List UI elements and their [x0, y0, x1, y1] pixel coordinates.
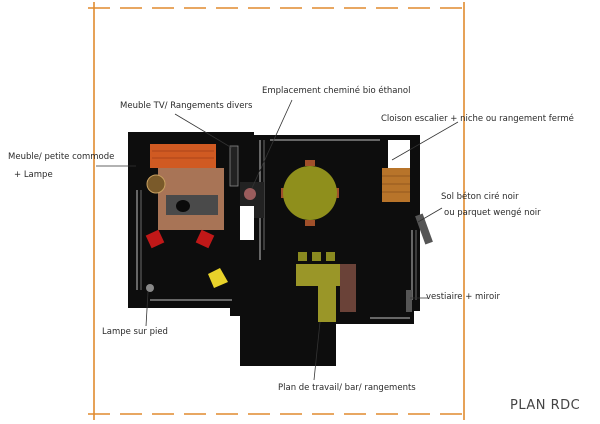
chair-bottom: [305, 220, 315, 226]
chair-top: [305, 160, 315, 166]
dining-table: [283, 166, 337, 220]
staircase: [382, 140, 410, 202]
label-cheminee: Emplacement cheminé bio éthanol: [262, 86, 411, 96]
label-vestiaire: vestiaire + miroir: [426, 292, 501, 302]
bar-stool-1: [298, 252, 307, 261]
lamp-sur-pied-icon: [146, 284, 154, 292]
bar-stool-2: [312, 252, 321, 261]
sofa-cushions: [152, 150, 214, 159]
leader-sol: [417, 207, 443, 223]
tall-cabinet: [340, 264, 356, 312]
frame-border: [88, 2, 470, 420]
table-object: [176, 200, 190, 212]
plan-title: PLAN RDC: [510, 398, 581, 413]
label-cloison: Cloison escalier + niche ou rangement fe…: [381, 114, 574, 124]
leader-lines: [96, 99, 459, 381]
vestiaire-mirror: [406, 290, 412, 312]
label-sol-line1: Sol béton ciré noir: [441, 192, 519, 202]
stairs-landing: [388, 140, 410, 168]
armchair-left: [145, 229, 165, 249]
leader-lampe-pied: [145, 291, 149, 327]
label-lampe-pied: Lampe sur pied: [102, 327, 168, 337]
bar-counter: [296, 264, 340, 286]
leader-cheminee: [251, 99, 293, 189]
coffee-table: [166, 195, 218, 215]
sofa: [150, 144, 216, 168]
leader-meuble-tv: [174, 113, 233, 149]
label-meuble-tv: Meuble TV/ Rangements divers: [120, 101, 253, 111]
building-footprint: [128, 132, 420, 366]
label-sol-line2: ou parquet wengé noir: [444, 208, 541, 218]
fireplace: [244, 188, 256, 200]
kitchen-counter: [318, 286, 336, 322]
floor-lamp-shade: [208, 268, 228, 288]
armchair-right: [195, 229, 215, 249]
stairs-body: [382, 168, 410, 202]
bar-stool-3: [326, 252, 335, 261]
label-commode-line1: Meuble/ petite commode: [8, 152, 115, 162]
fireplace-hearth: [240, 206, 254, 240]
tv-unit: [229, 145, 239, 187]
side-table-round: [146, 174, 166, 194]
label-commode-line2: + Lampe: [14, 170, 53, 180]
label-plan-travail: Plan de travail/ bar/ rangements: [278, 383, 416, 393]
leader-plan-travail: [313, 321, 321, 381]
leader-cloison: [391, 121, 459, 161]
